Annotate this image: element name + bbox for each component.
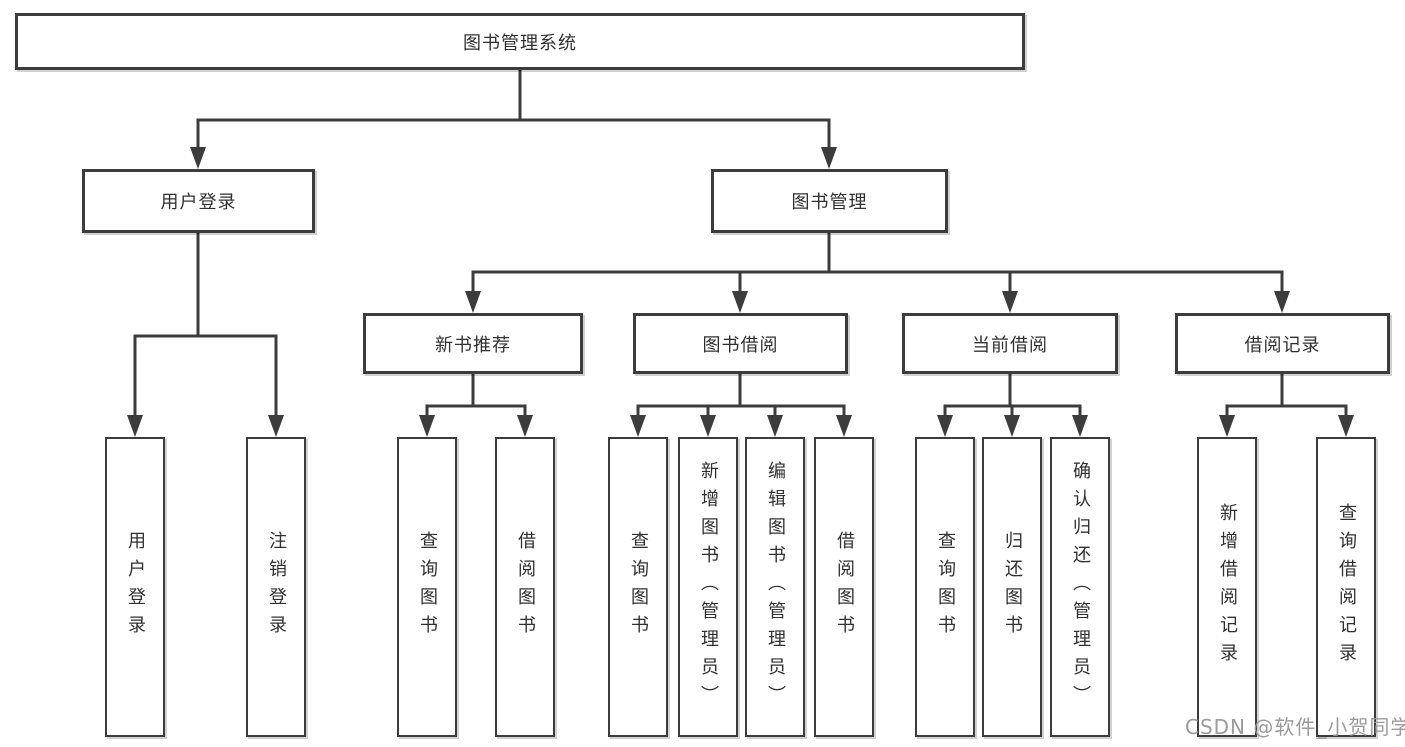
arrowhead [419, 415, 435, 437]
leaf-label: 查询图书 [935, 531, 956, 643]
arrowhead [1338, 415, 1354, 437]
leaf-add-borrow-record: 新增借阅记录 [1197, 437, 1257, 737]
arrowhead [1004, 415, 1020, 437]
arrowhead [630, 415, 646, 437]
node-label: 图书借阅 [702, 334, 779, 356]
arrowhead [1072, 415, 1088, 437]
node-label: 新书推荐 [435, 334, 511, 356]
node-new-book-recommend: 新书推荐 [363, 313, 583, 374]
leaf-query-books: 查询图书 [915, 437, 975, 737]
leaf-query-books: 查询图书 [397, 437, 457, 737]
arrowhead [1002, 291, 1018, 313]
node-label: 图书管理 [791, 192, 868, 213]
arrowhead [127, 415, 143, 437]
arrowhead [821, 147, 837, 169]
arrowhead [700, 415, 716, 437]
leaf-label: 确认归还（管理员） [1070, 461, 1091, 713]
leaf-edit-books-admin: 编辑图书（管理员） [745, 437, 805, 737]
connector-bookborrow-to-leaves [636, 372, 846, 419]
connector-root-to-level1 [196, 68, 831, 151]
node-label: 用户登录 [160, 192, 237, 213]
connector-currentborrow-to-leaves [943, 372, 1082, 419]
leaf-label: 查询借阅记录 [1336, 503, 1357, 671]
leaf-borrow-books: 借阅图书 [814, 437, 874, 737]
leaf-label: 归还图书 [1002, 531, 1023, 643]
node-book-management: 图书管理 [711, 169, 948, 233]
arrowhead [836, 415, 852, 437]
leaf-query-books: 查询图书 [608, 437, 668, 737]
arrowhead [1219, 415, 1235, 437]
leaf-label: 借阅图书 [834, 531, 855, 643]
leaf-return-books: 归还图书 [982, 437, 1042, 737]
leaf-logout: 注销登录 [246, 437, 306, 737]
csdn-watermark: CSDN @软件_小贺同学 [1185, 715, 1405, 739]
arrowheads [127, 147, 1354, 437]
arrowhead [1274, 291, 1290, 313]
node-book-borrowing: 图书借阅 [633, 313, 848, 374]
arrowhead [937, 415, 953, 437]
connector-userlogin-to-leaves [133, 231, 278, 419]
node-current-borrowing: 当前借阅 [902, 313, 1118, 374]
leaf-confirm-return-admin: 确认归还（管理员） [1050, 437, 1110, 737]
leaf-label: 注销登录 [266, 531, 287, 643]
arrowhead [732, 291, 748, 313]
leaf-label: 编辑图书（管理员） [765, 461, 786, 713]
arrowhead [767, 415, 783, 437]
leaf-label: 查询图书 [628, 531, 649, 643]
arrowhead [190, 147, 206, 169]
node-label: 当前借阅 [972, 334, 1048, 356]
arrowhead [517, 415, 533, 437]
node-label: 图书管理系统 [463, 32, 577, 54]
leaf-label: 用户登录 [125, 531, 146, 643]
node-user-login: 用户登录 [82, 169, 315, 233]
leaf-borrow-books: 借阅图书 [495, 437, 555, 737]
leaf-query-borrow-record: 查询借阅记录 [1316, 437, 1376, 737]
leaf-label: 新增借阅记录 [1217, 503, 1238, 671]
arrowhead [465, 291, 481, 313]
arrowhead [268, 415, 284, 437]
connector-paths [133, 68, 1348, 419]
leaf-label: 借阅图书 [515, 531, 536, 643]
node-borrowing-records: 借阅记录 [1175, 313, 1390, 374]
leaf-label: 新增图书（管理员） [698, 461, 719, 713]
leaf-user-login: 用户登录 [105, 437, 165, 737]
leaf-add-books-admin: 新增图书（管理员） [678, 437, 738, 737]
connector-newbooks-to-leaves [425, 372, 527, 419]
leaf-label: 查询图书 [417, 531, 438, 643]
connector-bookmgmt-to-level2 [471, 231, 1284, 295]
node-root-system: 图书管理系统 [15, 13, 1025, 70]
node-label: 借阅记录 [1244, 334, 1321, 356]
connector-borrowrecords-to-leaves [1225, 372, 1348, 419]
